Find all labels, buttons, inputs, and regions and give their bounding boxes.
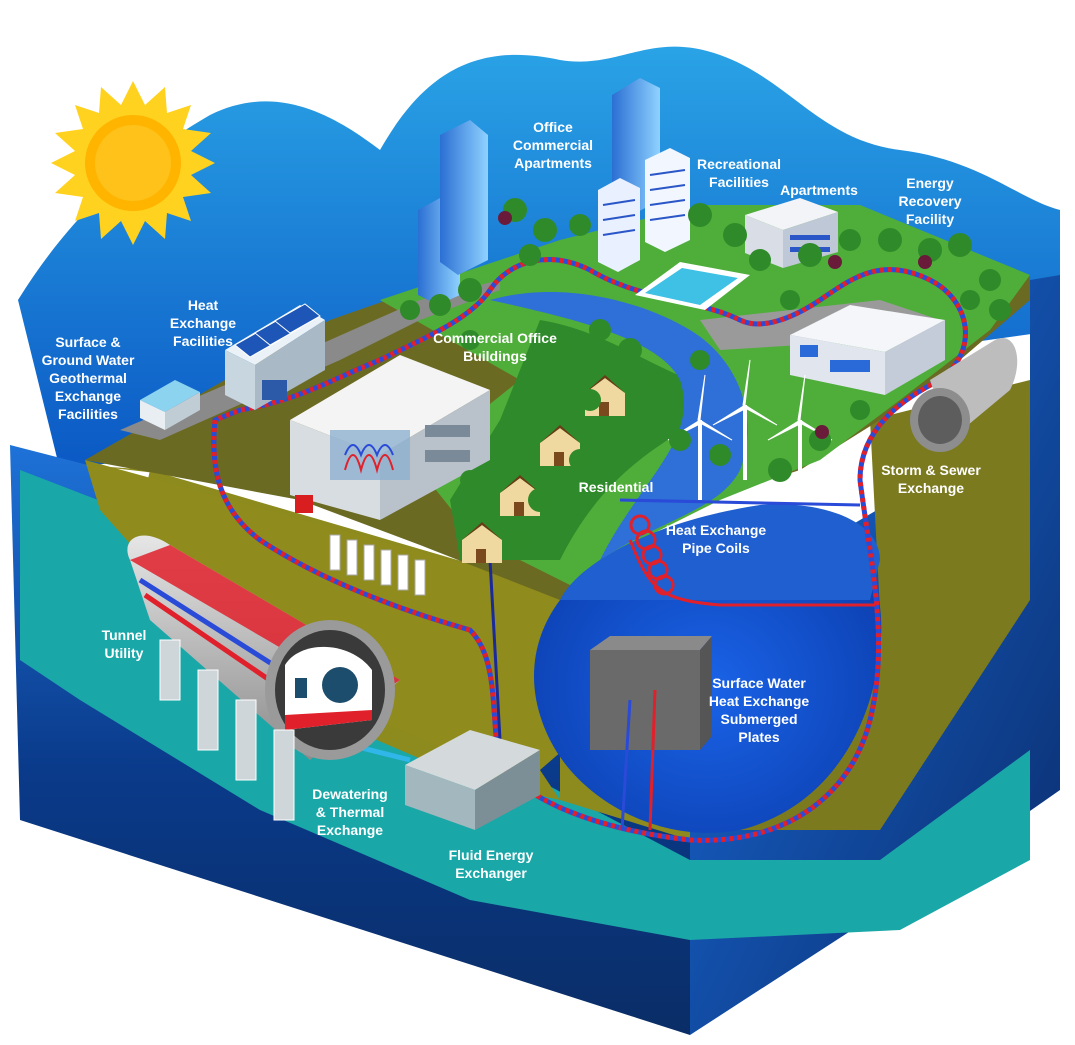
label-dewatering-thermal: Dewatering & Thermal Exchange [312, 786, 388, 838]
fluid-energy-exchanger-box [405, 730, 540, 830]
label-storm-sewer-exchange: Storm & Sewer Exchange [881, 462, 981, 496]
label-apartments: Apartments [780, 182, 858, 198]
heat-exchange-facility [225, 303, 325, 410]
lake-top [560, 504, 880, 600]
label-surface-water-plates: Surface Water Heat Exchange Submerged Pl… [708, 675, 810, 745]
dark-red-trees [498, 211, 932, 439]
heat-exchange-pipe-coils [629, 514, 675, 596]
commercial-office-building [290, 355, 490, 520]
recreational-pool [635, 262, 750, 310]
trees [400, 198, 1011, 551]
label-tunnel-utility: Tunnel Utility [101, 627, 147, 661]
soil-right [740, 380, 1030, 830]
label-commercial-office-buildings: Commercial Office Buildings [433, 330, 557, 364]
river [490, 291, 748, 560]
tunnel-utility [127, 535, 400, 760]
pipe-red-lake [628, 539, 875, 607]
label-heat-exchange-facilities: Heat Exchange Facilities [169, 297, 237, 349]
pipe-blue-lake [619, 498, 861, 507]
label-office-commercial-apartments: Office Commercial Apartments [512, 119, 594, 171]
heat-pump-unit [295, 495, 313, 513]
tunnel-piles [159, 639, 295, 821]
label-fluid-energy-exchanger: Fluid Energy Exchanger [448, 847, 534, 881]
submerged-plates [590, 636, 712, 831]
storm-sewer-pipe [910, 338, 1018, 452]
wind-turbines [667, 359, 833, 500]
ground-water-facility [140, 380, 200, 430]
sun-icon [51, 81, 215, 245]
label-heat-exchange-pipe-coils: Heat Exchange Pipe Coils [665, 522, 767, 556]
label-residential: Residential [578, 479, 654, 495]
label-recreational-facilities: Recreational Facilities [696, 156, 782, 190]
label-surface-ground-water: Surface & Ground Water Geothermal Exchan… [41, 334, 135, 422]
energy-recovery-facility [790, 305, 945, 395]
office-towers [418, 78, 690, 305]
district-pipe-loop [211, 257, 968, 843]
label-energy-recovery-facility: Energy Recovery Facility [898, 175, 962, 227]
geothermal-wells [329, 534, 426, 596]
